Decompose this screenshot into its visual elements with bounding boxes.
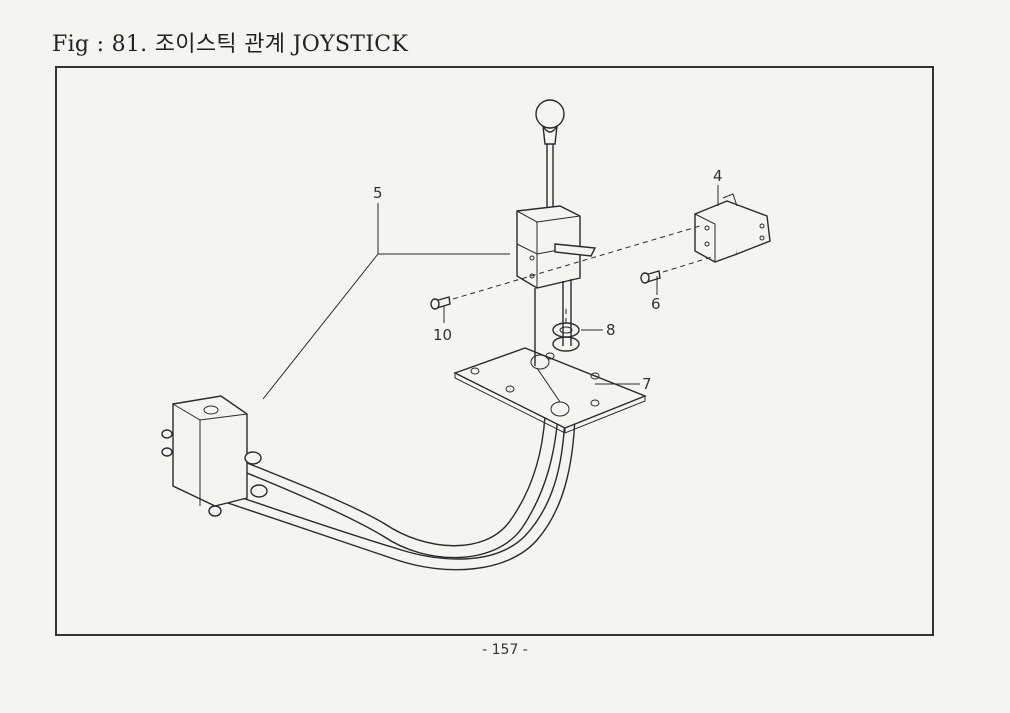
screw-part-6: [640, 270, 661, 284]
joystick-assembly: [516, 99, 597, 366]
mounting-plate: [453, 347, 647, 434]
cable-hoses: [221, 415, 576, 571]
assembly-guide-lines: [452, 225, 716, 323]
bracket: [694, 193, 771, 263]
figure-title: Fig : 81. 조이스틱 관계 JOYSTICK: [52, 32, 409, 57]
callout-8: 8: [606, 321, 616, 339]
grommet: [552, 322, 580, 352]
callout-6: 6: [651, 295, 661, 313]
exploded-parts-drawing: 5 4 6 10 8 7: [161, 99, 771, 571]
callout-4: 4: [713, 167, 723, 185]
callout-7: 7: [642, 375, 652, 393]
screw-part-10: [430, 296, 451, 310]
leader-lines: [262, 185, 719, 400]
callout-5: 5: [373, 184, 383, 202]
callout-10: 10: [433, 326, 452, 344]
drawing-frame: [55, 66, 934, 636]
page-number: - 157 -: [482, 642, 528, 658]
valve-block: [161, 395, 268, 517]
